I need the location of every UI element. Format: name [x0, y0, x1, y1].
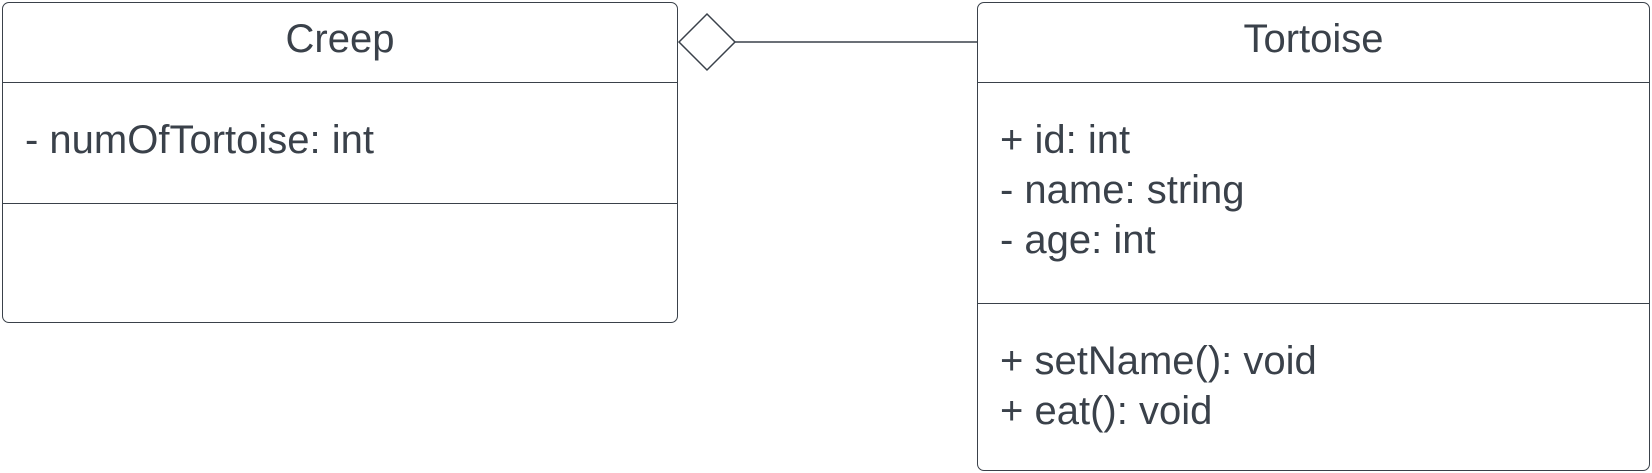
- method: + setName(): void: [1000, 339, 1317, 383]
- attribute: - name: string: [1000, 168, 1245, 212]
- attribute: - age: int: [1000, 218, 1156, 262]
- aggregation-diamond-icon: [677, 12, 737, 72]
- methods-compartment: [3, 204, 677, 236]
- attributes-compartment: - numOfTortoise: int: [3, 83, 677, 204]
- class-name: Tortoise: [978, 3, 1649, 83]
- attributes-compartment: + id: int - name: string - age: int: [978, 83, 1649, 304]
- class-box-creep[interactable]: Creep - numOfTortoise: int: [2, 2, 678, 323]
- attribute: + id: int: [1000, 118, 1131, 162]
- class-name: Creep: [3, 3, 677, 83]
- attribute: - numOfTortoise: int: [25, 118, 375, 162]
- methods-compartment: + setName(): void + eat(): void: [978, 304, 1649, 436]
- method: + eat(): void: [1000, 389, 1213, 433]
- class-box-tortoise[interactable]: Tortoise + id: int - name: string - age:…: [977, 2, 1650, 471]
